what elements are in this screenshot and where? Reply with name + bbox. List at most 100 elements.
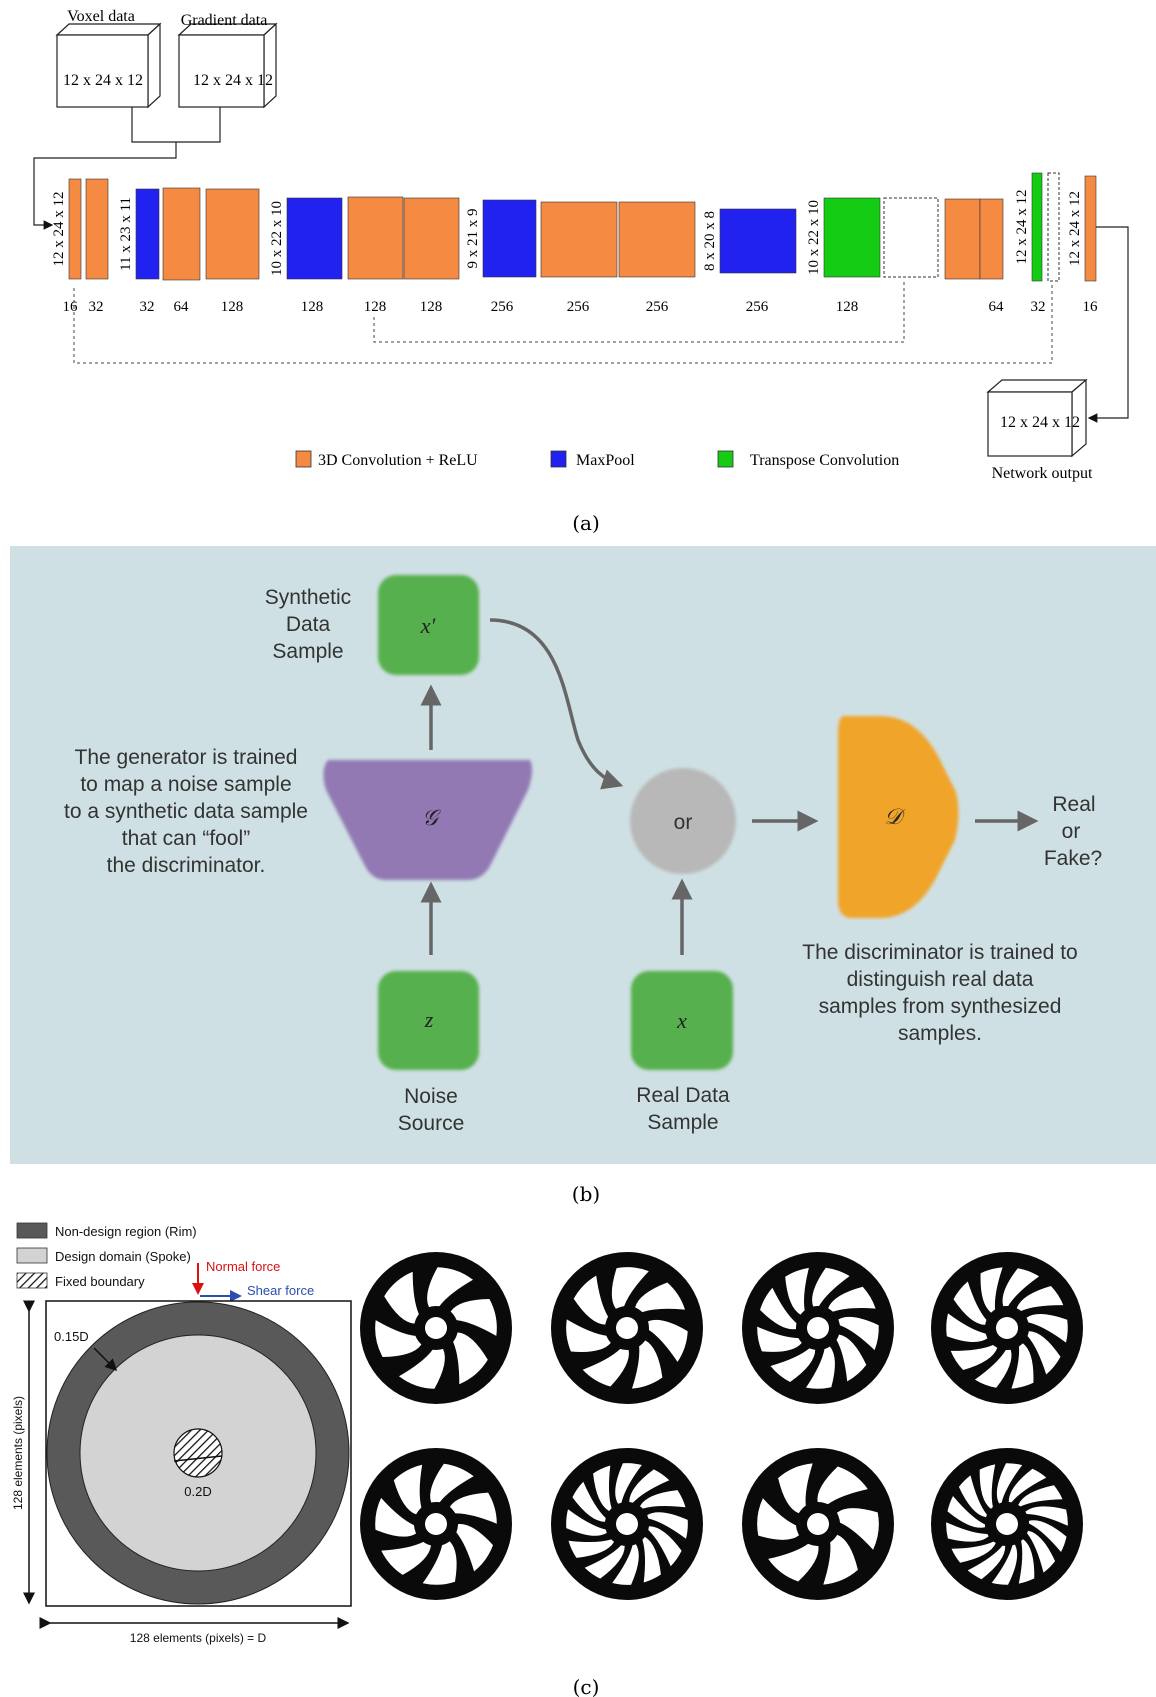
height-dimension-label: 128 elements (pixels) xyxy=(11,1396,25,1510)
legend-label-pool: MaxPool xyxy=(576,452,635,469)
wheel-void xyxy=(593,1465,612,1512)
generated-wheel-samples xyxy=(360,1252,1083,1600)
discriminator-text-1: The discriminator is trained to xyxy=(802,941,1077,964)
wheel-void xyxy=(453,1332,488,1385)
generator-text-4: that can “fool” xyxy=(122,827,250,850)
legend-label-tconv: Transpose Convolution xyxy=(750,452,899,469)
wheel-void xyxy=(612,1544,639,1585)
layer-block-tconv xyxy=(1031,172,1043,282)
wheel-void xyxy=(566,1319,611,1352)
wheel-void xyxy=(947,1496,986,1528)
wheel-hub-hole xyxy=(807,1317,829,1339)
layer-block-tconv xyxy=(823,197,881,278)
wheel-void xyxy=(375,1497,417,1537)
wheel-void xyxy=(836,1334,867,1382)
wheel-void xyxy=(566,1509,607,1536)
layer-channel-label: 64 xyxy=(174,299,190,315)
layer-channel-label: 128 xyxy=(301,299,324,315)
wheel-sample xyxy=(360,1252,512,1404)
wheel-hub-hole xyxy=(996,1513,1018,1535)
fixed-boundary-hub xyxy=(173,1428,223,1478)
wheel-void xyxy=(427,1267,473,1308)
wheel-void xyxy=(967,1545,1006,1580)
output-dims-label: 12 x 24 x 12 xyxy=(1000,414,1080,431)
layer-channel-label: 128 xyxy=(836,299,859,315)
wheel-void xyxy=(996,1463,1023,1504)
layer-channel-label: 32 xyxy=(89,299,104,315)
wheel-void xyxy=(974,1349,1012,1388)
legend-label-rim: Non-design region (Rim) xyxy=(55,1224,197,1239)
layer-block-pool xyxy=(482,199,537,278)
layer-block-pool xyxy=(135,188,160,280)
generator-text-3: to a synthetic data sample xyxy=(64,800,308,823)
wheel-void xyxy=(1011,1343,1034,1389)
legend-swatch-fixed xyxy=(16,1272,48,1289)
layer-dim-label: 12 x 24 x 12 xyxy=(1067,191,1083,266)
panel-b-arrows xyxy=(420,618,1039,955)
layer-channel-label: 64 xyxy=(989,299,1005,315)
wheel-void xyxy=(836,1508,879,1550)
skip-connection-outer xyxy=(73,282,1053,364)
wheel-sample xyxy=(931,1252,1083,1404)
legend-swatch-pool xyxy=(550,450,567,468)
wheel-void xyxy=(760,1287,797,1330)
wheel-void xyxy=(979,1464,996,1509)
skip-connection-inner xyxy=(373,282,905,343)
gradient-data-label: Gradient data xyxy=(181,12,268,29)
gradient-input-cube: Gradient data 12 x 24 x 12 xyxy=(177,12,278,109)
wheel-void xyxy=(770,1348,816,1382)
layer-channel-label: 256 xyxy=(646,299,669,315)
input-merge-line xyxy=(131,107,221,143)
synthetic-label-3: Sample xyxy=(272,640,343,663)
wheel-void xyxy=(611,1267,649,1309)
layer-channel-label: 256 xyxy=(567,299,590,315)
noise-symbol: z xyxy=(424,1007,434,1032)
generator-text-1: The generator is trained xyxy=(75,746,298,769)
real-label-1: Real Data xyxy=(636,1084,730,1107)
noise-label-1: Noise xyxy=(404,1085,458,1108)
wheel-sample xyxy=(551,1252,703,1404)
wheel-void xyxy=(838,1316,879,1351)
wheel-void xyxy=(828,1286,876,1312)
discriminator-text-3: samples from synthesized xyxy=(819,995,1062,1018)
panel-c: Non-design region (Rim) Design domain (S… xyxy=(11,1222,1083,1697)
wheel-void xyxy=(1016,1286,1064,1311)
shear-force-label: Shear force xyxy=(247,1283,314,1298)
wheel-void xyxy=(615,1463,642,1504)
wheel-void xyxy=(1018,1485,1063,1507)
wheel-hub-hole xyxy=(616,1317,638,1339)
wheel-sample xyxy=(360,1448,512,1600)
or-label: or xyxy=(674,811,693,834)
layer-dim-label: 12 x 24 x 12 xyxy=(1014,190,1030,265)
layer-channel-label: 128 xyxy=(221,299,244,315)
layer-dim-label: 12 x 24 x 12 xyxy=(51,192,67,267)
output-label-1: Real xyxy=(1052,793,1095,816)
output-cube: 12 x 24 x 12 Network output xyxy=(986,378,1093,482)
caption-a: (a) xyxy=(572,511,600,535)
wheel-void xyxy=(1027,1331,1061,1375)
generator-text-5: the discriminator. xyxy=(107,854,266,877)
wheel-void xyxy=(422,1541,457,1585)
hub-label: 0.2D xyxy=(184,1484,211,1499)
layer-channel-label: 32 xyxy=(140,299,155,315)
wheel-void xyxy=(381,1541,431,1575)
wheel-void xyxy=(951,1541,996,1563)
real-data-box xyxy=(631,971,733,1070)
generator-shape xyxy=(323,760,533,880)
voxel-input-cube: Voxel data 12 x 24 x 12 xyxy=(55,8,162,109)
wheel-void xyxy=(450,1299,497,1336)
network-output-label: Network output xyxy=(992,465,1093,482)
discriminator-symbol: 𝒟 xyxy=(884,804,906,829)
legend-label-spoke: Design domain (Spoke) xyxy=(55,1249,191,1264)
wheel-void xyxy=(647,1512,688,1539)
layer-block-conv xyxy=(979,198,1004,280)
wheel-void xyxy=(384,1271,419,1324)
wheel-void xyxy=(642,1536,661,1583)
wheel-void xyxy=(1002,1268,1040,1307)
wheel-void xyxy=(1026,1314,1068,1343)
layer-dim-label: 9 x 21 x 9 xyxy=(465,209,481,269)
wheel-void xyxy=(449,1492,497,1524)
legend-swatch-spoke xyxy=(16,1247,48,1264)
